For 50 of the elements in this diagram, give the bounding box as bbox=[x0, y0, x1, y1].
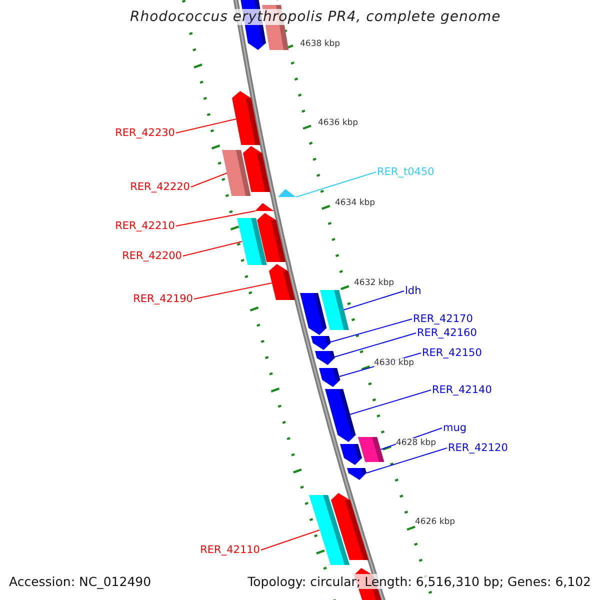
gene-feature bbox=[324, 389, 356, 442]
gene-feature bbox=[255, 203, 274, 211]
gene-label: RER_42230 bbox=[115, 127, 175, 139]
gene-label: RER_42190 bbox=[133, 293, 193, 305]
gene-label: ldh bbox=[405, 285, 422, 297]
scale-label: 4632 kbp bbox=[354, 278, 394, 288]
gene-label: RER_42170 bbox=[413, 313, 473, 325]
gene-feature bbox=[232, 91, 260, 145]
gene-feature bbox=[278, 189, 296, 197]
scale-label: 4634 kbp bbox=[335, 198, 376, 208]
gene-feature bbox=[319, 368, 340, 387]
gene-label: RER_42110 bbox=[200, 544, 260, 556]
leader-line bbox=[334, 332, 416, 358]
scale-label: 4628 kbp bbox=[396, 438, 436, 448]
gene-feature bbox=[347, 468, 366, 480]
scale-label: 4638 kbp bbox=[300, 39, 340, 49]
gene-label: RER_t0450 bbox=[377, 166, 434, 178]
gene-feature bbox=[340, 444, 362, 465]
gene-feature bbox=[330, 493, 368, 560]
leader-line bbox=[182, 241, 243, 256]
map-title: Rhodococcus erythropolis PR4, complete genome bbox=[130, 9, 501, 25]
gene-feature bbox=[314, 351, 335, 365]
gene-label: RER_42140 bbox=[432, 384, 492, 396]
gene-label: mug bbox=[443, 422, 467, 434]
gene-label: RER_42220 bbox=[130, 181, 190, 193]
leader-line bbox=[194, 282, 272, 300]
gene-label: RER_42160 bbox=[417, 327, 477, 339]
scale-label: 4626 kbp bbox=[415, 517, 456, 527]
leader-line bbox=[260, 530, 320, 550]
leader-line bbox=[330, 318, 412, 342]
accession-text: Accession: NC_012490 bbox=[9, 574, 152, 589]
gene-feature bbox=[311, 336, 331, 350]
gene-label: RER_42120 bbox=[448, 442, 508, 454]
leader-line bbox=[176, 118, 237, 134]
leader-line bbox=[296, 172, 376, 198]
gene-label: RER_42150 bbox=[422, 347, 482, 359]
leader-line bbox=[190, 172, 228, 188]
leader-line bbox=[176, 210, 256, 226]
scale-label: 4630 kbp bbox=[374, 358, 414, 368]
gene-feature bbox=[257, 213, 286, 262]
gene-feature bbox=[358, 437, 384, 462]
gene-feature bbox=[242, 146, 270, 192]
gene-feature bbox=[269, 264, 295, 300]
gene-label: RER_42210 bbox=[115, 220, 175, 232]
genome-stats: Topology: circular; Length: 6,516,310 bp; Genes: 6,102 bbox=[248, 574, 591, 589]
leader-line bbox=[349, 390, 432, 415]
scale-label: 4636 kbp bbox=[318, 118, 358, 128]
leader-line bbox=[366, 448, 448, 474]
gene-label: RER_42200 bbox=[122, 250, 182, 262]
leader-line bbox=[342, 290, 404, 310]
